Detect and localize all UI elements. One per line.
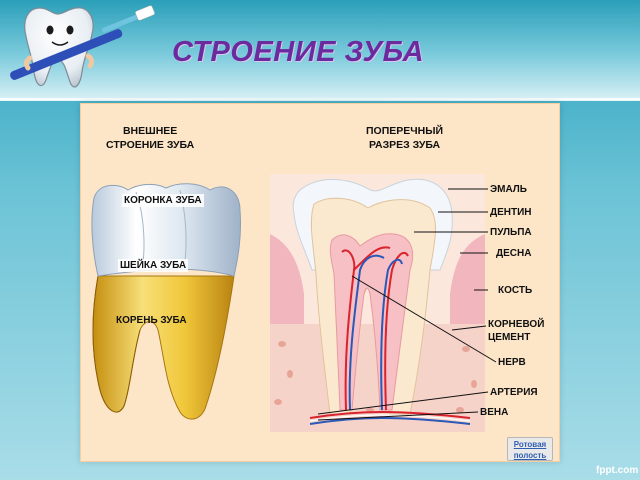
label-artery: АРТЕРИЯ [490,387,538,398]
label-vein: ВЕНА [480,407,509,418]
label-pulp: ПУЛЬПА [490,227,532,238]
label-bone: КОСТЬ [498,285,533,296]
tooth-toothbrush-icon [10,5,155,88]
label-crown: КОРОНКА ЗУБА [122,194,204,207]
label-dentin: ДЕНТИН [490,207,532,218]
tooth-cross-section-illustration [270,174,485,432]
label-root: КОРЕНЬ ЗУБА [116,315,187,326]
brand-watermark: fppt.com [596,465,639,476]
label-enamel: ЭМАЛЬ [490,184,527,195]
cross-section-heading: ПОПЕРЕЧНЫЙ РАЗРЕЗ ЗУБА [366,125,444,151]
header-band [0,0,640,100]
tooth-logo [0,0,170,100]
slide-title: СТРОЕНИЕ ЗУБА [172,36,425,68]
label-nerve: НЕРВ [498,357,526,368]
external-structure-heading: ВНЕШНЕЕ СТРОЕНИЕ ЗУБА [106,125,195,151]
header-divider [0,98,640,101]
label-cementum: КОРНЕВОЙ ЦЕМЕНТ [488,319,545,343]
label-neck: ШЕЙКА ЗУБА [118,259,189,272]
oral-cavity-link-button[interactable]: Ротовая полость [507,437,553,461]
label-gum: ДЕСНА [496,248,532,259]
